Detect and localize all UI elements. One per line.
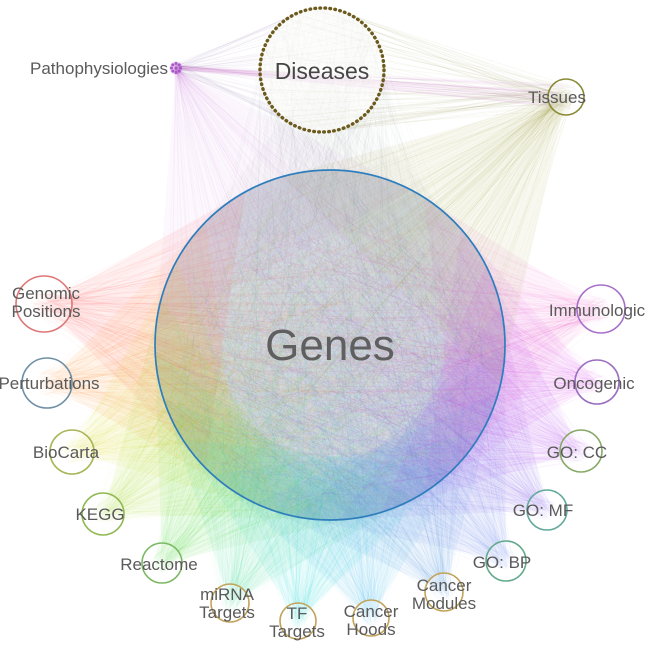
fan-wedge-immunologic xyxy=(423,196,601,464)
node-pathophysiologies[interactable] xyxy=(169,61,183,75)
node-go_bp[interactable] xyxy=(485,540,527,582)
fan-go_bp xyxy=(161,175,515,570)
node-cancer_modules[interactable] xyxy=(424,572,464,612)
fan-pathophysiologies xyxy=(164,65,498,514)
fan-wedge-pathophysiologies xyxy=(155,68,411,332)
fan-wedge-tf_targets xyxy=(182,438,453,621)
label-genes: Genes xyxy=(265,321,395,370)
fan-biocarta xyxy=(61,181,487,514)
node-cancer_hoods[interactable] xyxy=(352,599,390,637)
label-genomic_positions: Positions xyxy=(12,302,81,321)
node-go_cc[interactable] xyxy=(559,429,603,473)
node-immunologic[interactable] xyxy=(576,284,626,334)
node-mirna_targets[interactable] xyxy=(210,583,250,623)
node-reactome[interactable] xyxy=(141,542,183,584)
label-oncogenic: Oncogenic xyxy=(553,374,635,393)
label-mirna_targets: Targets xyxy=(199,603,255,622)
label-pathophysiologies: Pathophysiologies xyxy=(30,59,168,78)
node-perturbations[interactable] xyxy=(21,357,73,409)
node-kegg[interactable] xyxy=(81,492,125,536)
fan-wedge-cancer_hoods xyxy=(212,434,481,618)
label-cancer_modules: Modules xyxy=(412,594,476,613)
label-go_mf: GO: MF xyxy=(513,501,573,520)
fan-wedge-kegg xyxy=(103,299,326,520)
label-tissues: Tissues xyxy=(528,88,586,107)
label-cancer_hoods: Hoods xyxy=(346,620,395,639)
label-cancer_hoods: Cancer xyxy=(344,602,399,621)
label-immunologic: Immunologic xyxy=(549,301,646,320)
label-mirna_targets: miRNA xyxy=(200,585,254,604)
label-diseases: Diseases xyxy=(275,58,370,84)
node-diseases[interactable] xyxy=(258,6,386,134)
fan-go_cc xyxy=(166,179,592,503)
fan-wedge-go_mf xyxy=(338,306,547,520)
label-tf_targets: Targets xyxy=(269,622,325,641)
fan-mirna_targets xyxy=(165,176,486,613)
fan-wedge-tissues xyxy=(282,97,566,384)
genes-disc-fill xyxy=(155,170,505,520)
fan-go_mf xyxy=(162,184,558,520)
label-reactome: Reactome xyxy=(120,555,197,574)
fan-cancer_hoods xyxy=(168,179,498,627)
fan-immunologic xyxy=(172,187,614,512)
fan-perturbations xyxy=(34,179,495,505)
label-kegg: KEGG xyxy=(75,505,124,524)
label-tf_targets: TF xyxy=(287,604,308,623)
label-genomic_positions: Genomic xyxy=(12,284,81,303)
fan-wedge-reactome xyxy=(155,350,370,563)
fan-oncogenic xyxy=(170,182,609,512)
fan-genomic_positions xyxy=(30,182,494,515)
node-genomic_positions[interactable] xyxy=(15,275,73,333)
fan-wedge-perturbations xyxy=(47,222,243,497)
node-genes[interactable] xyxy=(154,169,506,521)
fan-wedge-biocarta xyxy=(72,261,281,513)
fan-reactome xyxy=(151,190,495,574)
fan-wedge-oncogenic xyxy=(424,228,597,493)
fan-wedge-cancer_modules xyxy=(255,391,499,592)
fan-wedge-genomic_positions xyxy=(44,192,245,468)
fan-wedge-mirna_targets xyxy=(163,399,417,603)
label-go_bp: GO: BP xyxy=(473,553,532,572)
node-tissues[interactable] xyxy=(547,78,585,116)
fan-wedge-go_cc xyxy=(381,265,581,513)
node-go_mf[interactable] xyxy=(526,489,568,531)
label-cancer_modules: Cancer xyxy=(417,576,472,595)
node-biocarta[interactable] xyxy=(49,429,95,475)
fan-tissues xyxy=(161,87,575,515)
fan-wedge-go_bp xyxy=(293,344,506,561)
node-tf_targets[interactable] xyxy=(279,602,317,640)
label-go_cc: GO: CC xyxy=(547,443,607,462)
node-oncogenic[interactable] xyxy=(574,359,620,405)
label-biocarta: BioCarta xyxy=(33,443,100,462)
label-perturbations: Perturbations xyxy=(0,374,100,393)
fan-kegg xyxy=(92,179,487,525)
